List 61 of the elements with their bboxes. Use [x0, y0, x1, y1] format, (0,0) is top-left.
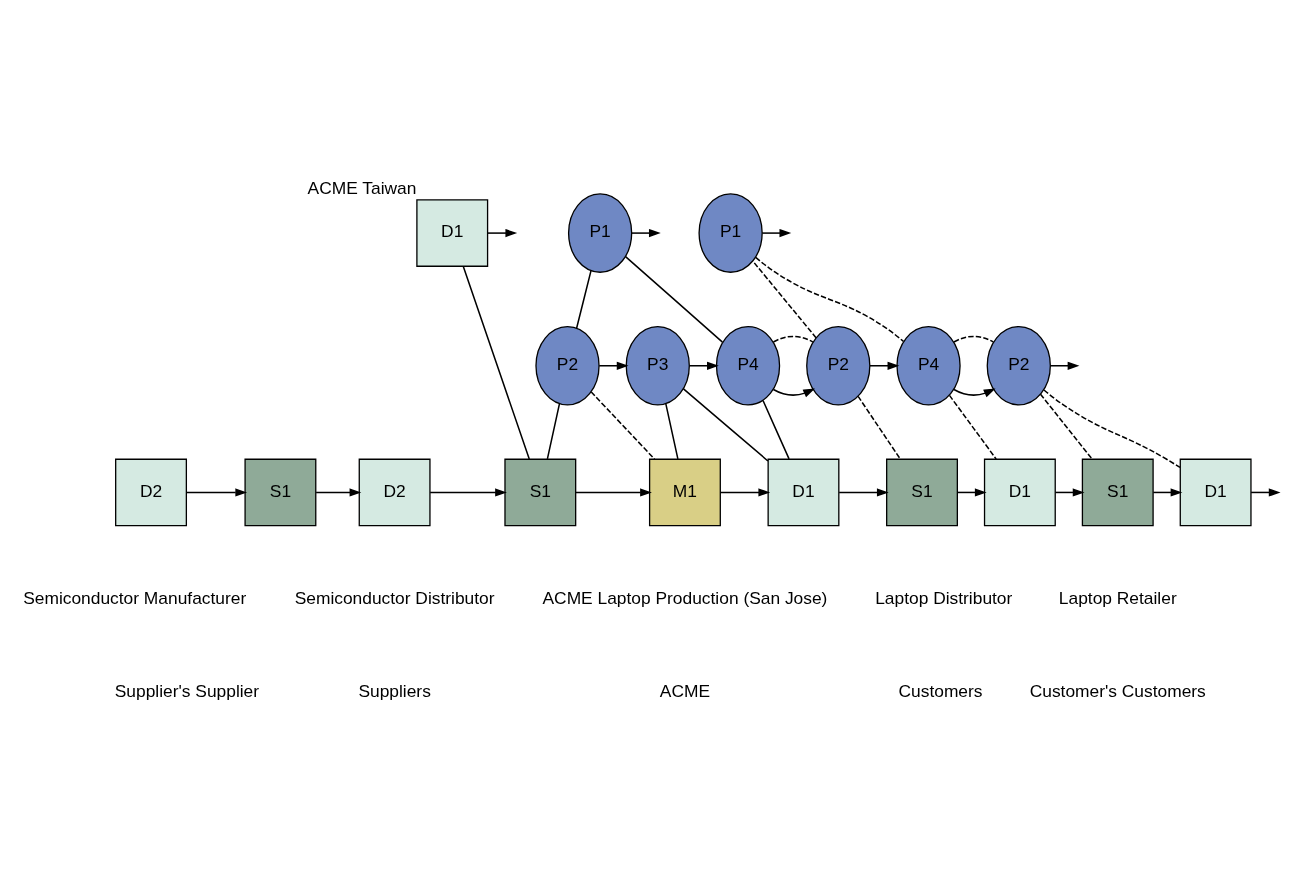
- node-ellipse: P2: [806, 325, 871, 406]
- connector: [772, 335, 814, 343]
- node-label: ACME Taiwan: [307, 177, 417, 198]
- arrow: [185, 487, 248, 497]
- connector: [462, 265, 530, 460]
- node-ellipse: P4: [896, 325, 961, 406]
- label: Laptop Distributor: [875, 587, 1013, 608]
- connector: [682, 387, 769, 462]
- arrow: [486, 228, 518, 237]
- arrow: [953, 388, 996, 397]
- arrow: [315, 487, 362, 497]
- node-box: D2: [358, 458, 431, 526]
- label: Customers: [898, 680, 983, 701]
- label: Semiconductor Manufacturer: [23, 587, 247, 608]
- arrow: [1250, 487, 1281, 497]
- node-ellipse: P2: [986, 325, 1051, 406]
- node-box: S1: [244, 458, 317, 526]
- connector: [624, 255, 724, 343]
- node-box: S1: [886, 458, 958, 526]
- node-box: D1: [416, 198, 489, 267]
- connector: [754, 256, 905, 342]
- node-ellipse: P1: [698, 192, 763, 273]
- connector: [546, 402, 561, 460]
- connector: [857, 395, 901, 460]
- arrow: [575, 487, 652, 497]
- arrow: [1049, 361, 1080, 370]
- connector: [1043, 388, 1181, 468]
- label: Customer's Customers: [1029, 680, 1206, 701]
- connector: [948, 394, 997, 460]
- node-ellipse: P3: [625, 325, 690, 406]
- arrow: [772, 388, 816, 397]
- arrow: [688, 361, 719, 370]
- connector: [953, 335, 995, 343]
- node-ellipse: P2: [535, 325, 600, 406]
- node-box: D1: [983, 458, 1056, 526]
- arrow: [838, 487, 889, 497]
- label: Suppliers: [358, 680, 431, 701]
- label: Semiconductor Distributor: [294, 587, 495, 608]
- connector: [1039, 392, 1093, 460]
- node-box: D2: [115, 458, 187, 526]
- node-ellipse: P1: [567, 192, 633, 273]
- arrow: [598, 361, 629, 370]
- label: Supplier's Supplier: [114, 680, 260, 701]
- arrow: [719, 487, 771, 497]
- connector: [575, 269, 592, 329]
- label: ACME: [659, 680, 711, 701]
- connector: [762, 399, 790, 460]
- arrow: [429, 487, 507, 497]
- node-box: D1: [767, 458, 840, 526]
- label: Laptop Retailer: [1058, 587, 1177, 608]
- label: ACME Laptop Production (San Jose): [542, 587, 828, 608]
- node-box: M1: [648, 458, 721, 526]
- arrow: [869, 361, 900, 370]
- node-ellipse: P4: [715, 325, 781, 406]
- node-box: D1: [1179, 458, 1252, 526]
- arrow: [631, 228, 661, 237]
- node-box: S1: [504, 458, 577, 526]
- arrow: [761, 228, 792, 237]
- connector: [590, 390, 656, 460]
- node-box: S1: [1081, 458, 1154, 526]
- connector: [665, 402, 679, 460]
